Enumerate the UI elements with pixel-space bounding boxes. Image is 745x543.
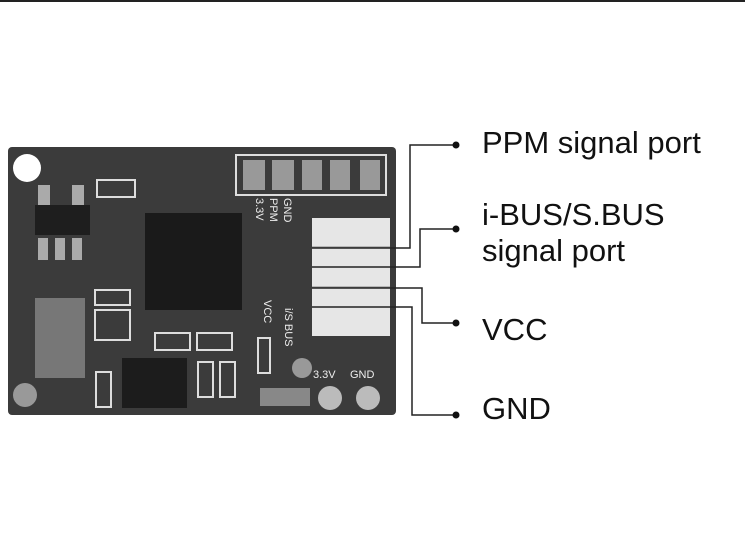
regulator-chip (35, 205, 90, 235)
label-vcc: VCC (482, 312, 548, 347)
mcu-chip (145, 213, 242, 310)
silk-33v: 3.3V (253, 198, 265, 221)
label-ibus-line1: i-BUS/S.BUS (482, 197, 665, 232)
label-ppm: PPM signal port (482, 125, 701, 160)
silk-33v-b: 3.3V (313, 369, 336, 381)
label-ibus-line2: signal port (482, 233, 626, 268)
silk-ibus: i/S BUS (282, 308, 294, 347)
silk-gnd-b: GND (350, 369, 375, 381)
leader-ibus (312, 228, 455, 268)
mount-hole (13, 154, 41, 182)
leader-vcc (312, 287, 455, 324)
pad-33v (318, 386, 342, 410)
top-border (0, 0, 745, 2)
leader-gnd (312, 306, 455, 416)
leader-ppm (312, 144, 455, 249)
silk-vcc: VCC (261, 300, 273, 323)
pad-gnd (356, 386, 380, 410)
label-gnd: GND (482, 391, 551, 426)
silk-ppm: PPM (267, 198, 279, 222)
connector (312, 218, 390, 336)
silk-gnd: GND (281, 198, 293, 223)
